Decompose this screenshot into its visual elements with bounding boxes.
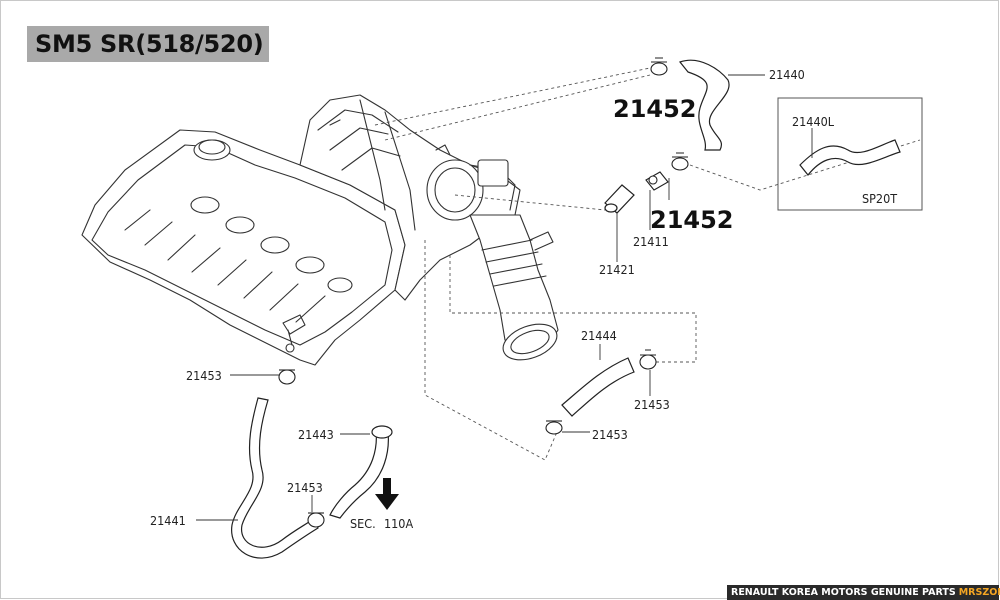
label-21452-top: 21452 [613,95,697,123]
footer-text: RENAULT KOREA MOTORS GENUINE PARTS [731,587,956,598]
label-leader-lines [196,74,813,521]
label-21440: 21440 [769,67,805,82]
clamp-21453-low [307,512,325,528]
label-21453-bottom: 21453 [592,427,628,442]
page-title: SM5 SR(518/520) [35,30,264,58]
hose-21441 [231,397,319,559]
variant-box-21440L [777,97,923,211]
clamp-21452-top [650,57,668,76]
footer-brand: MRSZONE [958,587,1000,598]
label-21421: 21421 [599,262,635,277]
hose-21421 [604,184,635,214]
valve-21411 [645,171,669,191]
label-21452-mid: 21452 [650,206,734,234]
clamp-21453-right [639,349,657,370]
hose-21444 [561,357,635,417]
label-21444: 21444 [581,328,617,343]
clamp-21453-left [278,369,296,385]
hose-21443 [329,425,393,519]
hose-21440 [679,59,730,151]
label-21411: 21411 [633,234,669,249]
label-sec-number: 110A [384,516,413,531]
sec-arrow-icon [375,478,399,510]
clamp-21453-bottom [545,420,563,435]
title-banner: SM5 SR(518/520) [27,26,269,62]
label-sec: SEC. [350,516,376,531]
engine-assembly-drawing [81,94,559,366]
label-21453-left: 21453 [186,368,222,383]
label-21440L: 21440L [792,114,835,129]
label-21441: 21441 [150,513,186,528]
label-21453-low: 21453 [287,480,323,495]
footer-banner: RENAULT KOREA MOTORS GENUINE PARTS MRSZO… [727,585,1000,600]
label-21453-right: 21453 [634,397,670,412]
label-21443: 21443 [298,427,334,442]
clamp-21452-mid [671,152,689,171]
label-sp20t: SP20T [862,191,897,206]
